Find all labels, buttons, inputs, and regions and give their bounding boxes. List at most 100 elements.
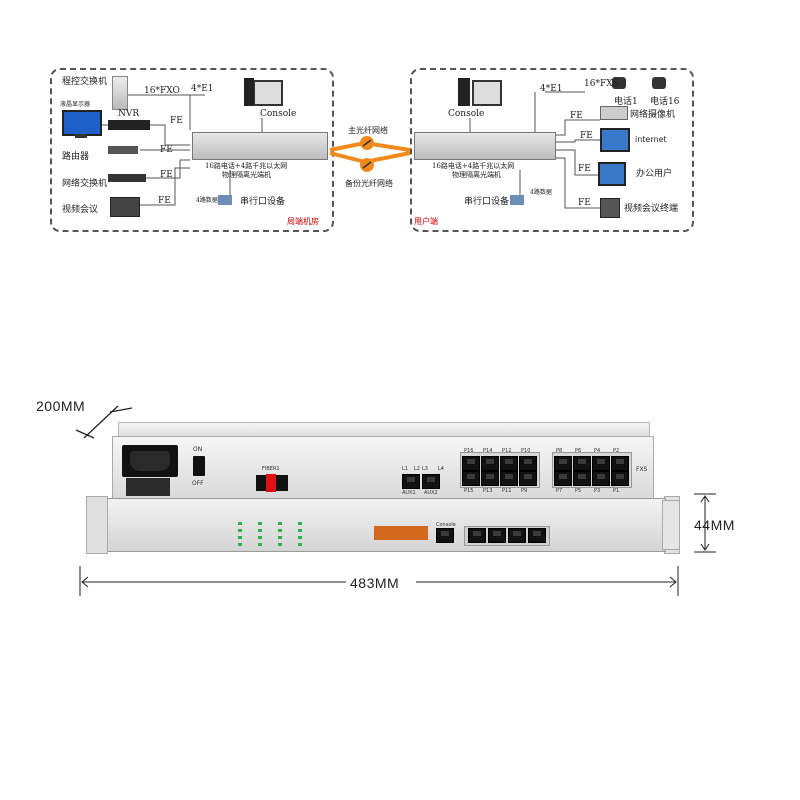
fxs-bottom-label: P13: [483, 488, 493, 494]
lan-l1-label: L1: [402, 466, 408, 472]
status-led: [258, 543, 262, 546]
height-label: 44MM: [694, 517, 735, 533]
fxs-label: FXS: [636, 466, 648, 473]
fxs-top-label: P4: [594, 448, 601, 454]
fxs-port-bottom[interactable]: [611, 471, 629, 486]
fxs-port-bottom[interactable]: [554, 471, 572, 486]
fiber-port-cap: [266, 474, 276, 492]
fxs-port-top[interactable]: [573, 456, 591, 471]
office-user-pc-icon: [598, 162, 626, 186]
right-device-caption-1: 16路电话+4路千兆以太网: [432, 162, 515, 170]
fxs-port-bottom[interactable]: [462, 471, 480, 486]
video-conference-icon: [110, 197, 140, 217]
left-item-lcd: 液晶显示器: [60, 101, 91, 108]
fxs-port-bottom[interactable]: [500, 471, 518, 486]
right-item-office-user: 办公用户: [636, 169, 673, 179]
video-terminal-icon: [600, 198, 620, 218]
aux-port-1[interactable]: [402, 474, 420, 489]
status-led: [298, 543, 302, 546]
right-site-label: 用户端: [414, 217, 438, 226]
right-site-box: [410, 68, 694, 232]
network-switch-icon: [108, 174, 146, 182]
status-led: [258, 522, 262, 525]
status-led: [298, 522, 302, 525]
fxs-port-top[interactable]: [462, 456, 480, 471]
main-fiber-label: 主光纤网络: [348, 126, 388, 135]
aux1-label: AUX1: [402, 490, 416, 496]
diagram-lines: [100, 91, 610, 209]
fxs-bottom-label: P9: [521, 488, 528, 494]
right-item-video-terminal: 视频会议终端: [624, 204, 679, 214]
fxs-top-label: P16: [464, 448, 474, 454]
right-link-fxs: 16*FXS: [584, 79, 619, 89]
left-pc-tower-icon: [244, 78, 254, 106]
phone-16-icon: [652, 77, 666, 89]
fxs-port-top[interactable]: [481, 456, 499, 471]
left-device-caption-1: 16路电话+4路千兆以太网: [205, 162, 288, 170]
left-item-switch: 网络交换机: [62, 179, 108, 189]
power-on-label: ON: [193, 446, 203, 453]
power-socket-inner: [130, 451, 170, 471]
fxs-bottom-label: P3: [594, 488, 601, 494]
fxs-port-top[interactable]: [519, 456, 537, 471]
dip-switch[interactable]: [374, 526, 428, 540]
right-item-phone-16: 电话16: [650, 97, 680, 107]
fxs-port-top[interactable]: [554, 456, 572, 471]
left-pc-monitor-icon: [253, 80, 283, 106]
router-icon: [108, 146, 138, 154]
fxs-port-bottom[interactable]: [573, 471, 591, 486]
right-serial-device-icon: [510, 195, 524, 205]
aux2-label: AUX2: [424, 490, 438, 496]
console-port-label: Console: [436, 522, 456, 528]
fxs-top-label: P2: [613, 448, 620, 454]
terminal-block: [126, 478, 170, 496]
backup-fiber-label: 备份光纤网络: [345, 179, 393, 188]
fxs-top-label: P12: [502, 448, 512, 454]
height-arrow: [694, 493, 716, 553]
width-label: 483MM: [350, 575, 400, 591]
left-link-fxo: 16*FXO: [144, 86, 180, 96]
fxs-bottom-label: P11: [502, 488, 512, 494]
front-panel: [104, 498, 666, 552]
left-link-fe1: FE: [170, 116, 183, 126]
power-switch[interactable]: [193, 456, 205, 476]
front-lan-port-2[interactable]: [488, 528, 506, 543]
status-led: [258, 536, 262, 539]
status-led: [298, 529, 302, 532]
left-link-fe4: FE: [158, 196, 171, 206]
fxs-bottom-label: P1: [613, 488, 620, 494]
status-led: [238, 529, 242, 532]
fxs-top-label: P14: [483, 448, 493, 454]
status-led: [278, 536, 282, 539]
fxs-port-bottom[interactable]: [592, 471, 610, 486]
fxs-port-bottom[interactable]: [519, 471, 537, 486]
fxs-bottom-label: P15: [464, 488, 474, 494]
lan-l2-label: L2: [414, 466, 420, 472]
front-lan-port-4[interactable]: [528, 528, 546, 543]
fxs-port-top[interactable]: [500, 456, 518, 471]
right-item-internet: internet: [635, 135, 667, 144]
depth-arrow: [75, 405, 133, 439]
status-led: [278, 543, 282, 546]
right-optical-terminal: [414, 132, 556, 160]
left-link-fe3: FE: [160, 170, 173, 180]
aux-port-2[interactable]: [422, 474, 440, 489]
front-lan-port-1[interactable]: [468, 528, 486, 543]
fxs-port-bottom[interactable]: [481, 471, 499, 486]
left-site-label: 局端机房: [287, 217, 319, 226]
lan-l4-label: L4: [438, 466, 444, 472]
status-led: [238, 536, 242, 539]
console-port[interactable]: [436, 528, 454, 543]
left-console-label: Console: [260, 109, 297, 119]
monitor-icon: [62, 110, 102, 136]
status-led: [258, 529, 262, 532]
fxs-top-label: P8: [556, 448, 563, 454]
front-lan-port-3[interactable]: [508, 528, 526, 543]
right-link-fe2: FE: [580, 131, 593, 141]
status-led: [278, 529, 282, 532]
fxs-port-top[interactable]: [611, 456, 629, 471]
left-link-e1: 4*E1: [191, 84, 214, 94]
status-led: [278, 522, 282, 525]
fxs-port-top[interactable]: [592, 456, 610, 471]
right-serial-device: 串行口设备: [464, 197, 510, 207]
